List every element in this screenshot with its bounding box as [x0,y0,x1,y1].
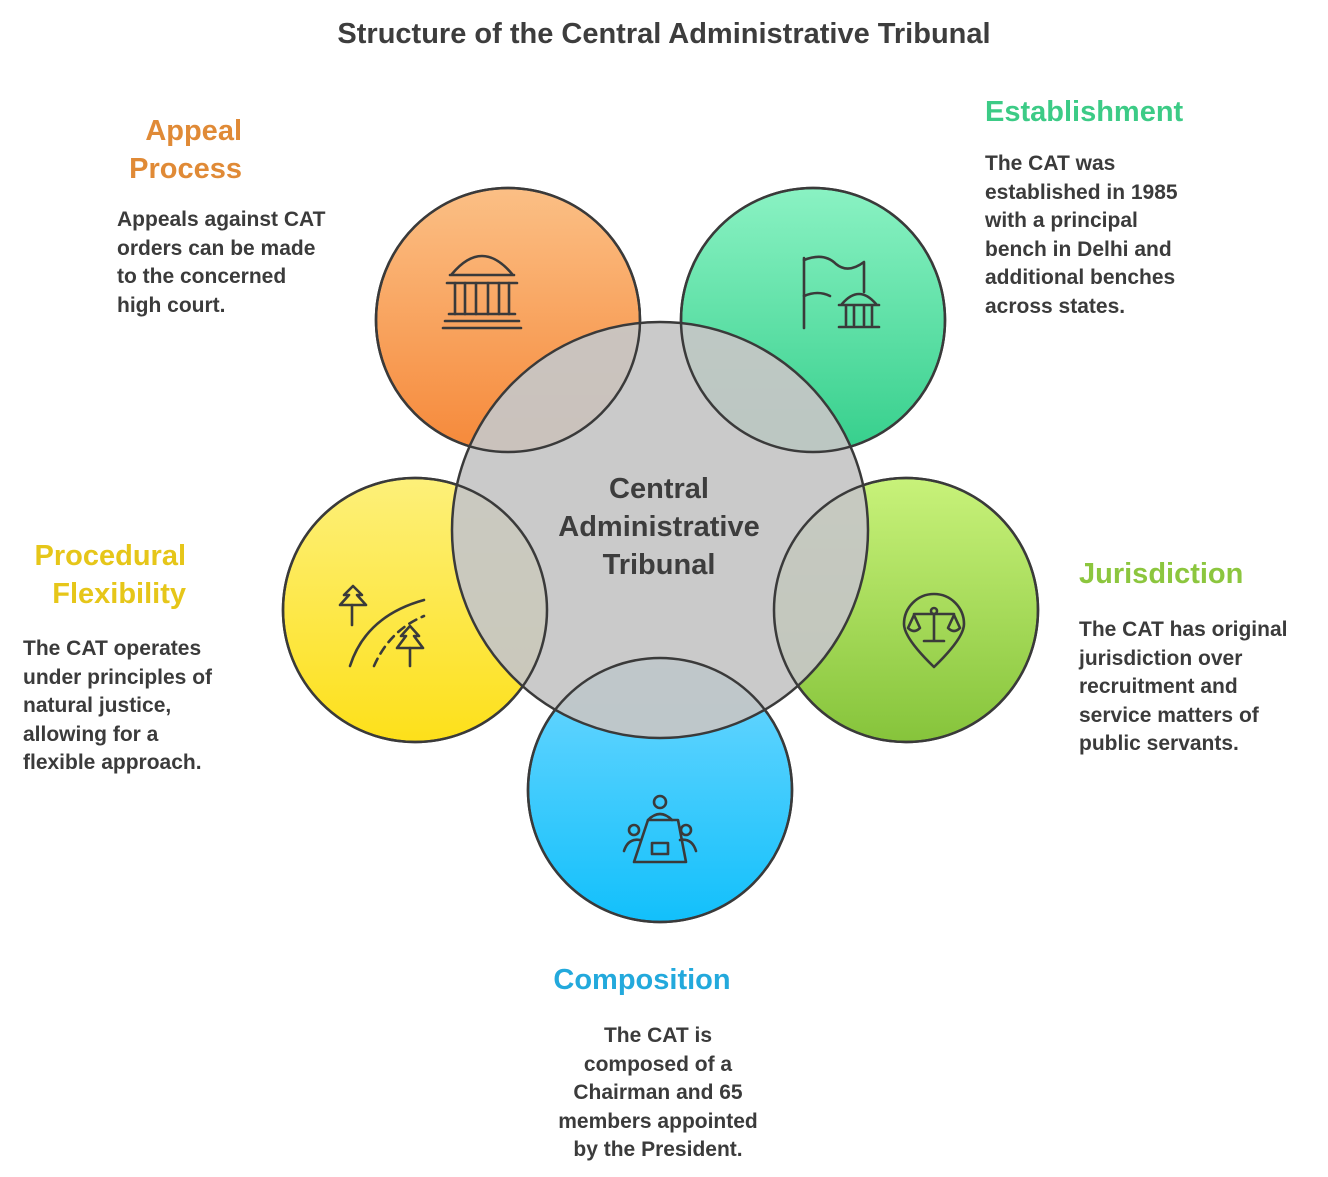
overlap-outlines [281,186,1040,924]
jurisdiction-heading: Jurisdiction [1079,558,1244,590]
courthouse-icon [441,254,523,330]
scales-pin-icon [902,592,966,669]
center-circle [450,320,870,740]
diagram-title: Structure of the Central Administrative … [337,18,991,50]
establishment-heading: Establishment [985,96,1184,128]
composition-description: The CAT is composed of a Chairman and 65… [558,1024,758,1161]
jurisdiction-description: The CAT has original jurisdiction over r… [1079,618,1288,755]
flag-building-icon [802,255,881,330]
appeal-heading: Appeal Process [129,115,242,185]
winding-road-icon [338,584,426,668]
composition-heading: Composition [553,964,731,996]
procedural-heading: Procedural Flexibility [34,540,187,610]
appeal-description: Appeals against CAT orders can be made t… [117,208,326,317]
establishment-description: The CAT was established in 1985 with a p… [985,152,1178,318]
center-label: Central Administrative Tribunal [558,473,760,581]
procedural-description: The CAT operates under principles of nat… [23,637,213,774]
meeting-table-icon [622,794,698,864]
